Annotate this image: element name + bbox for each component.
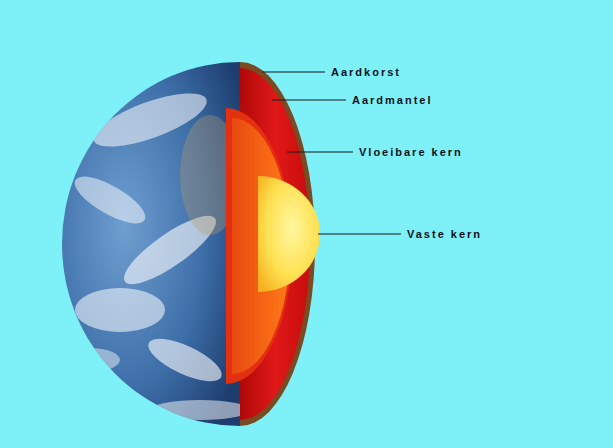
solid-core bbox=[258, 176, 320, 292]
globe-surface bbox=[60, 62, 250, 426]
layer-label: Vloeibare kern bbox=[359, 147, 463, 158]
layer-label: Vaste kern bbox=[407, 229, 482, 240]
leader-line bbox=[318, 233, 401, 234]
layer-label: Aardmantel bbox=[352, 95, 433, 106]
leader-line bbox=[272, 99, 346, 100]
leader-line bbox=[262, 71, 325, 72]
earth-cut-face bbox=[226, 62, 320, 426]
layer-label: Aardkorst bbox=[331, 67, 401, 78]
leader-line bbox=[287, 151, 353, 152]
